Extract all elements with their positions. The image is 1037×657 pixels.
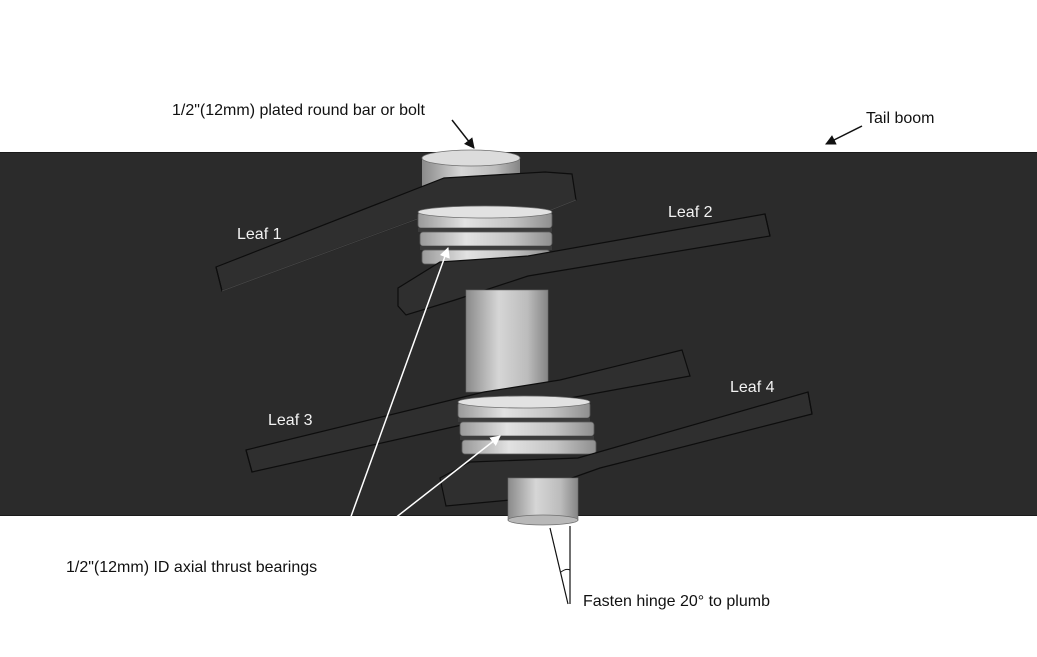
lower-bearing — [457, 395, 597, 455]
tail-boom-label: Tail boom — [866, 110, 934, 127]
bolt-bottom — [507, 477, 579, 526]
tail-boom-arrow — [825, 125, 863, 145]
leaf-3-label: Leaf 3 — [268, 412, 313, 429]
angle-indicator — [549, 526, 571, 605]
leaf-2-label: Leaf 2 — [668, 204, 713, 221]
angle-label: Fasten hinge 20° to plumb — [583, 593, 770, 610]
rod-middle — [465, 289, 549, 393]
leaf-2 — [397, 213, 771, 316]
leaf-4 — [439, 391, 813, 507]
bearings-label: 1/2"(12mm) ID axial thrust bearings — [66, 559, 317, 576]
upper-bearing — [417, 205, 553, 265]
leaf-4-label: Leaf 4 — [730, 379, 775, 396]
leaf-1-label: Leaf 1 — [237, 226, 282, 243]
bolt-label: 1/2"(12mm) plated round bar or bolt — [172, 102, 425, 119]
bearing-arrows — [335, 247, 501, 559]
bolt-arrow — [451, 119, 475, 149]
